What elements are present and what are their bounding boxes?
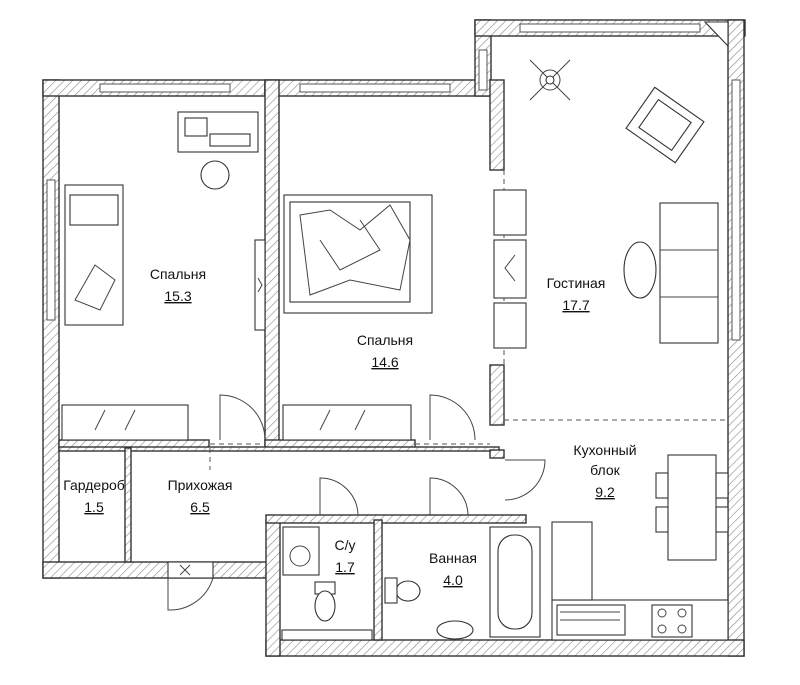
bedroom-1-furniture bbox=[61, 111, 266, 441]
bathroom-furniture bbox=[281, 526, 541, 641]
room-name-bedroom-1: Спальня bbox=[150, 266, 206, 282]
coffee-table bbox=[623, 241, 657, 299]
washbasin bbox=[436, 620, 474, 640]
toilet-sink bbox=[282, 526, 320, 576]
room-area-kitchen: 9.2 bbox=[595, 484, 615, 500]
bedroom-2-furniture bbox=[282, 194, 433, 441]
bath-toilet-icon bbox=[395, 580, 421, 602]
armchair bbox=[625, 86, 705, 164]
room-name-kitchen-1: Кухонный bbox=[573, 442, 636, 458]
room-name-bedroom-2: Спальня bbox=[357, 332, 413, 348]
closet-1 bbox=[61, 404, 189, 441]
chair-icon bbox=[200, 160, 230, 190]
room-area-bathroom: 4.0 bbox=[443, 572, 463, 588]
wardrobe-panel bbox=[254, 239, 266, 331]
corner-column bbox=[703, 21, 729, 48]
dining-table bbox=[667, 454, 717, 561]
room-area-hallway: 6.5 bbox=[190, 499, 210, 515]
doors bbox=[167, 394, 546, 611]
living-room-furniture bbox=[493, 59, 719, 349]
sofa bbox=[659, 202, 719, 344]
room-name-living: Гостиная bbox=[547, 275, 606, 291]
room-name-bathroom: Ванная bbox=[429, 550, 477, 566]
windows bbox=[46, 21, 741, 341]
room-name-toilet: С/у bbox=[335, 537, 356, 553]
room-labels: Спальня 15.3 Спальня 14.6 Гостиная 17.7 … bbox=[63, 266, 636, 588]
room-name-kitchen-2: блок bbox=[590, 462, 621, 478]
plant-icon bbox=[529, 59, 571, 101]
room-name-wardrobe: Гардероб bbox=[63, 477, 125, 493]
room-name-hallway: Прихожая bbox=[168, 477, 233, 493]
laptop-icon bbox=[184, 117, 208, 137]
closet-2 bbox=[282, 404, 412, 441]
room-area-bedroom-1: 15.3 bbox=[164, 288, 191, 304]
toilet-icon bbox=[314, 590, 336, 622]
kitchen-furniture bbox=[551, 454, 729, 641]
room-area-wardrobe: 1.5 bbox=[84, 499, 104, 515]
room-area-living: 17.7 bbox=[562, 297, 589, 313]
stove-icon bbox=[651, 604, 693, 638]
room-area-bedroom-2: 14.6 bbox=[371, 354, 398, 370]
fridge bbox=[551, 521, 593, 601]
room-area-toilet: 1.7 bbox=[335, 559, 355, 575]
